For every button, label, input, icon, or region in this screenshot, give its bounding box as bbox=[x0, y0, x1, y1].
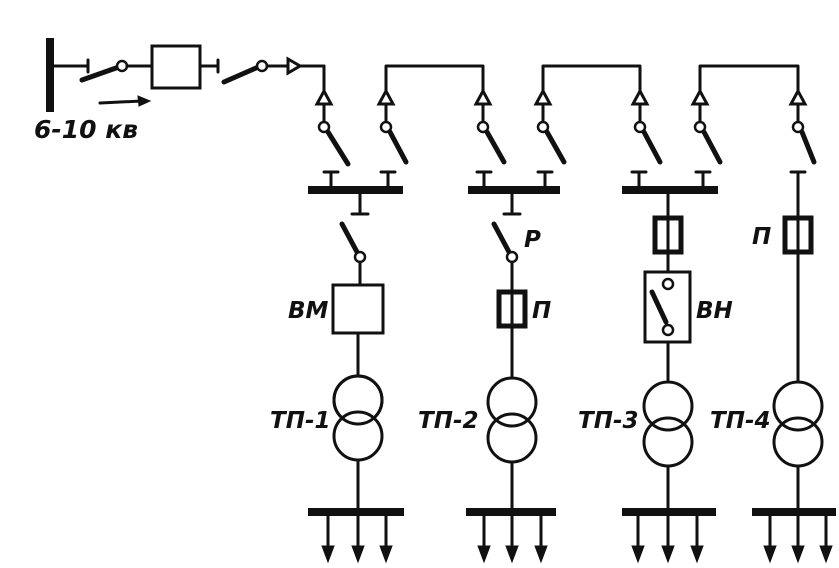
lv-bus-4 bbox=[752, 508, 836, 564]
fuse-icon bbox=[782, 215, 814, 255]
feeder-arrow-icon bbox=[477, 545, 491, 564]
feeder-arrow-icon bbox=[631, 545, 645, 564]
fuse-icon bbox=[652, 215, 684, 255]
branch-tp-2: Р П ТП-2 bbox=[418, 192, 551, 512]
feeder-arrow-icon bbox=[819, 545, 833, 564]
supply-arrow-icon bbox=[286, 56, 303, 76]
feeder-arrow-icon bbox=[690, 545, 704, 564]
ring-disconnector bbox=[533, 87, 567, 188]
tp-1-label: ТП-1 bbox=[270, 408, 331, 434]
ring-disconnector bbox=[376, 87, 409, 188]
transformer-icon bbox=[332, 374, 384, 462]
vn-label: ВН bbox=[696, 298, 733, 324]
ring-disconnector bbox=[788, 87, 817, 217]
ring-disconnectors bbox=[314, 87, 817, 217]
direction-arrow-icon bbox=[98, 95, 152, 107]
feeder-arrow-icon bbox=[791, 545, 805, 564]
feeder-arrow-icon bbox=[505, 545, 519, 564]
vm-label: ВМ bbox=[288, 298, 329, 324]
feeder-arrow-icon bbox=[321, 545, 335, 564]
transformer-icon bbox=[486, 376, 538, 464]
tp-2-label: ТП-2 bbox=[418, 408, 479, 434]
branch-tp-3: ВН ТП-3 bbox=[578, 192, 733, 512]
tp-3-label: ТП-3 bbox=[578, 408, 639, 434]
lv-bus-3 bbox=[622, 508, 716, 564]
feeder-arrow-icon bbox=[661, 545, 675, 564]
feeder-arrow-icon bbox=[379, 545, 393, 564]
supply-circuit-breaker bbox=[150, 44, 202, 90]
branch-tp-1: ВМ ТП-1 bbox=[270, 192, 385, 512]
vm-circuit-breaker bbox=[331, 283, 385, 335]
ring-disconnector bbox=[690, 87, 723, 188]
lv-bus-2 bbox=[466, 508, 556, 564]
lv-bus-1 bbox=[308, 508, 404, 564]
feeder-arrow-icon bbox=[534, 545, 548, 564]
ring-connections bbox=[384, 64, 800, 94]
ring-disconnector bbox=[630, 87, 663, 188]
transformer-icon bbox=[772, 380, 824, 468]
fuse-icon bbox=[496, 289, 528, 329]
tp-4-label: ТП-4 bbox=[710, 408, 771, 434]
ring-disconnector bbox=[314, 87, 351, 188]
branch-tp-4: П ТП-4 bbox=[710, 215, 824, 512]
supply-disconnector-2 bbox=[221, 59, 269, 85]
feeder-arrow-icon bbox=[763, 545, 777, 564]
r-label: Р bbox=[524, 227, 541, 253]
ring-disconnector bbox=[473, 87, 507, 188]
voltage-label: 6-10 кв bbox=[34, 115, 138, 144]
p-label-2: П bbox=[532, 298, 551, 324]
p-label-4: П bbox=[752, 224, 771, 250]
feeder-arrow-icon bbox=[351, 545, 365, 564]
transformer-icon bbox=[642, 380, 694, 468]
supply-line: 6-10 кв bbox=[34, 38, 326, 144]
